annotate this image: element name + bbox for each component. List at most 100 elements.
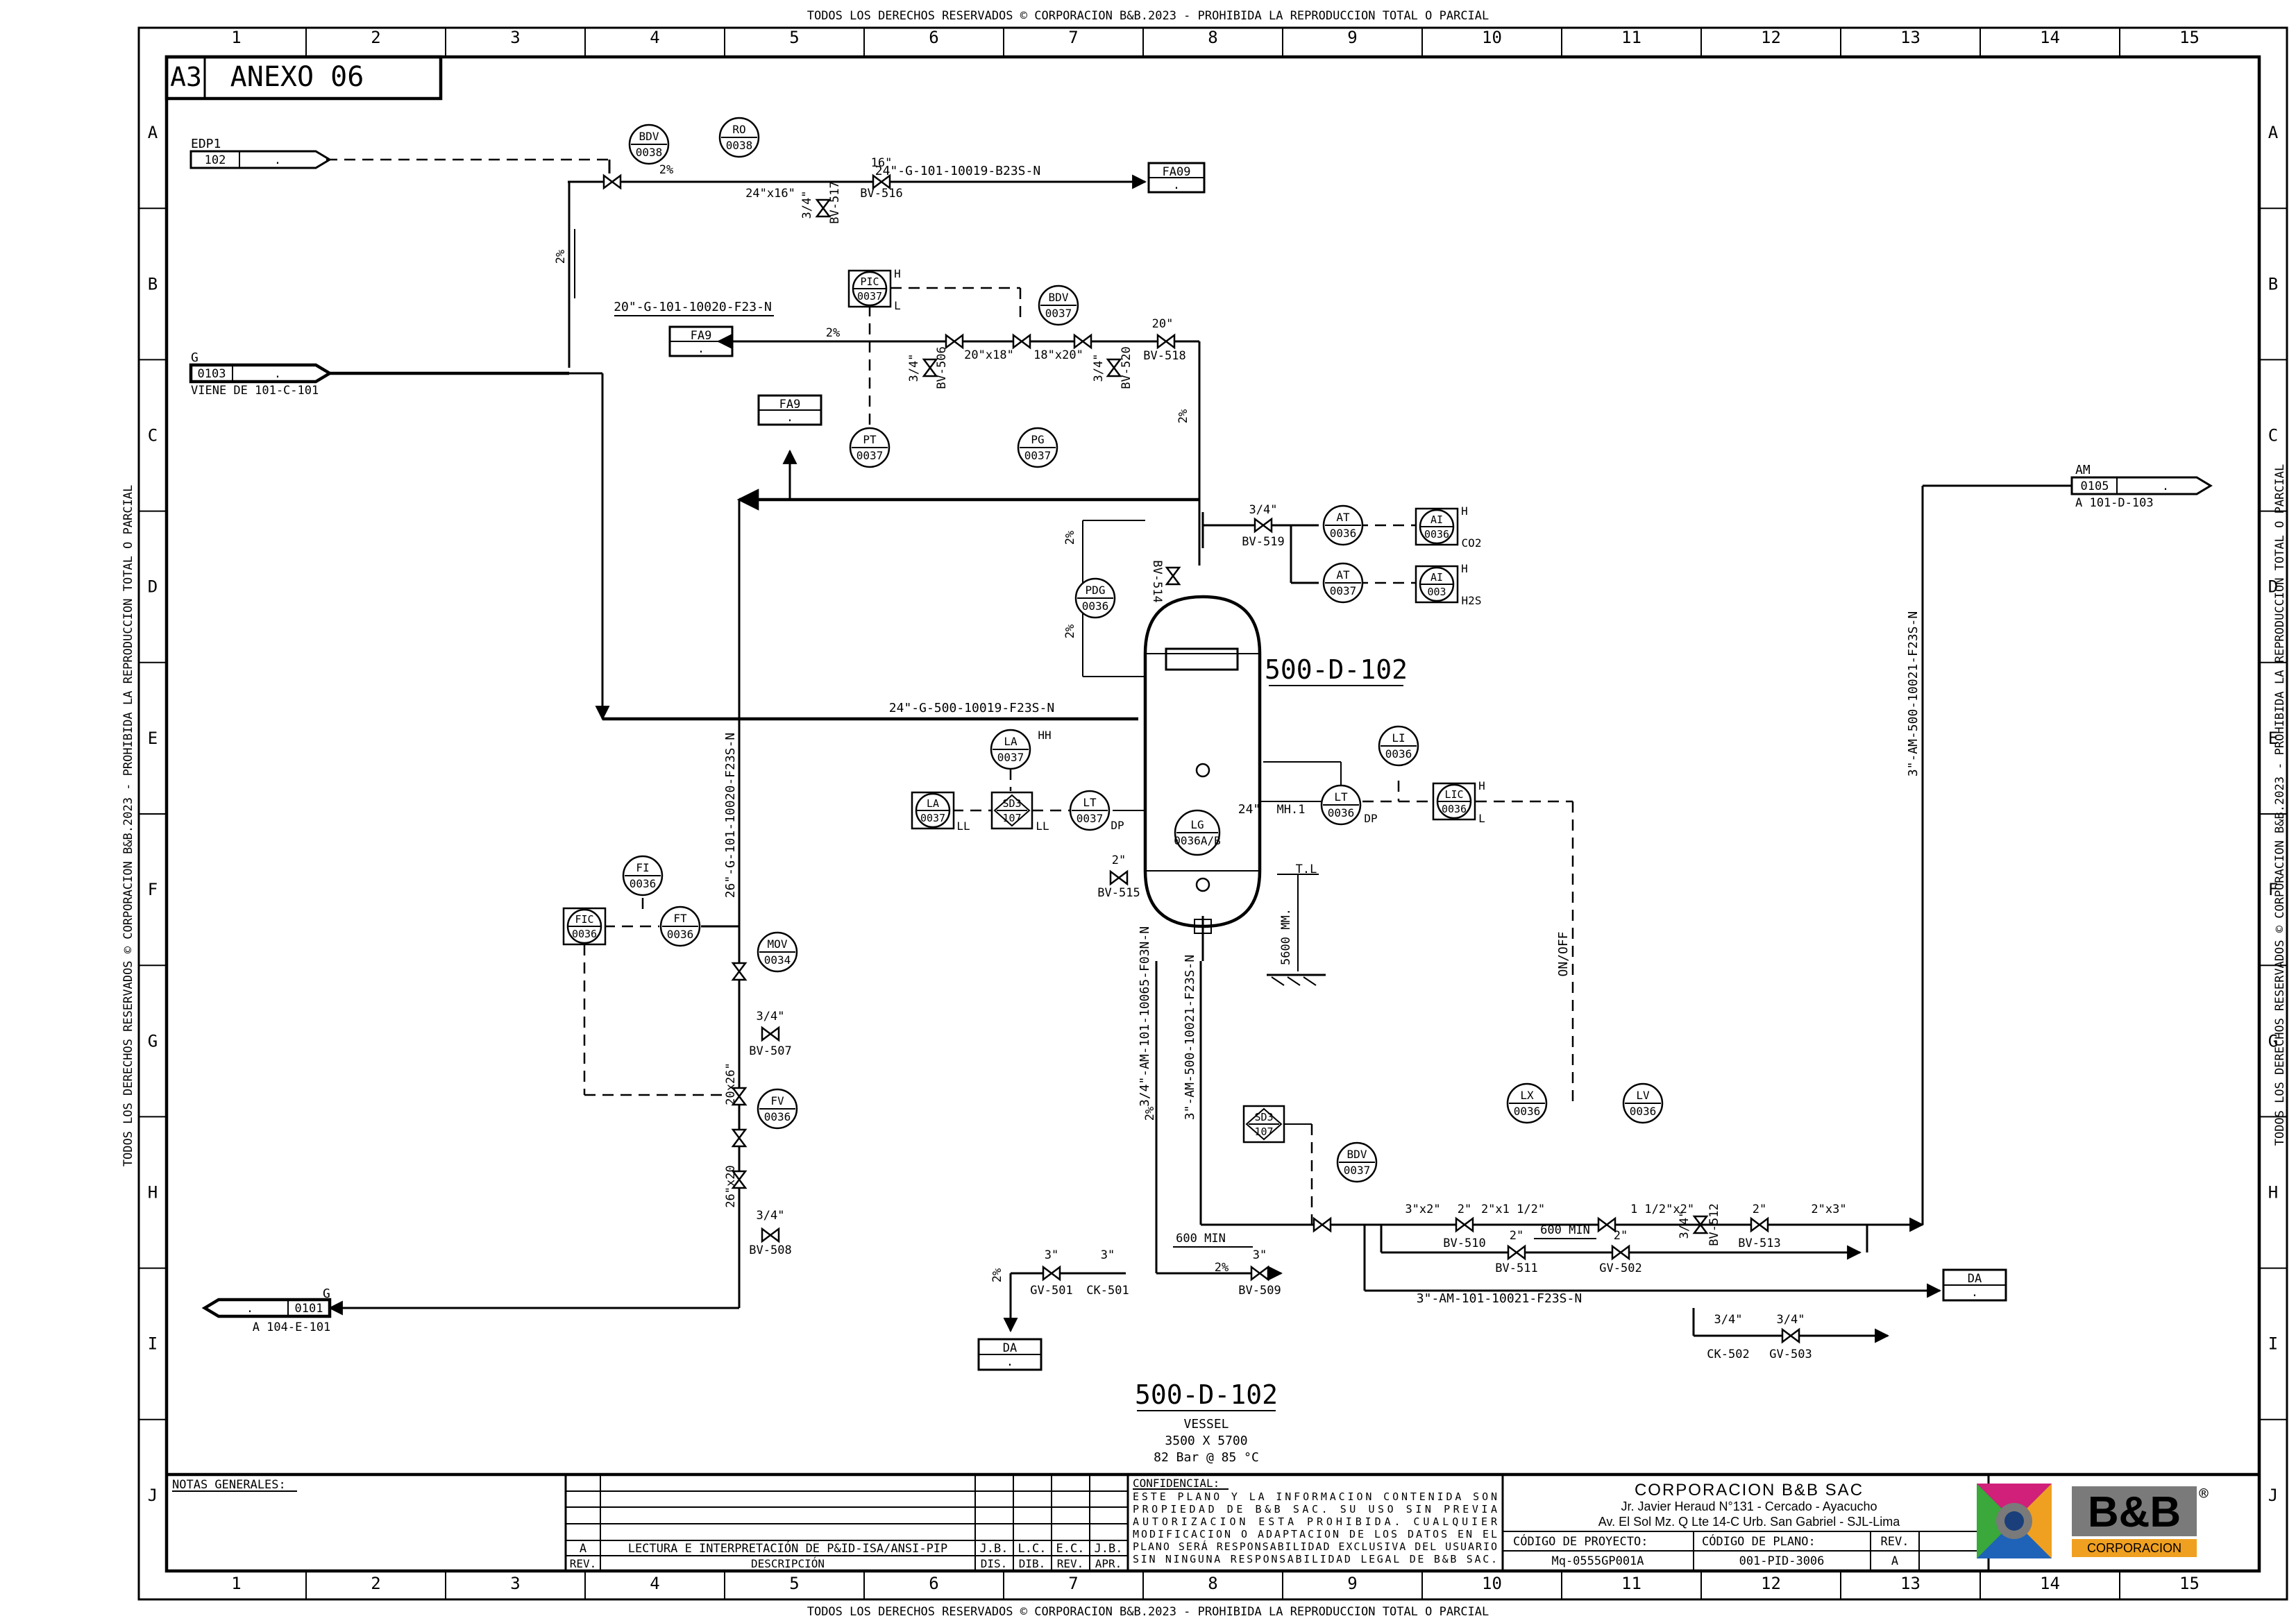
- instrument-pic-0037-tag: PIC: [860, 275, 879, 288]
- la-hh: HH: [1038, 729, 1051, 742]
- grid-col-bottom-15: 15: [2179, 1574, 2200, 1593]
- vessel-caption: 500-D-102 VESSEL 3500 X 5700 82 Bar @ 85…: [1135, 1379, 1278, 1465]
- lt37-dp: DP: [1111, 819, 1124, 832]
- grid-row-left-F: F: [148, 880, 158, 899]
- grid-row-left-D: D: [148, 577, 158, 597]
- box-fa9-top: FA9 .: [757, 394, 822, 426]
- valve-symbol: [761, 1227, 780, 1243]
- instrument-mov-0034-num: 0034: [764, 953, 791, 967]
- valve-symbol: [761, 1026, 780, 1042]
- slope-4: 2%: [1176, 409, 1190, 423]
- instrument-lt-0037-num: 0037: [1077, 812, 1104, 825]
- hdr-dis: DIS.: [981, 1557, 1008, 1570]
- vessel-dims: 3500 X 5700: [1165, 1434, 1247, 1448]
- ai-h2s-h: H: [1461, 562, 1468, 575]
- instrument-at-0037-tag: AT: [1336, 568, 1350, 581]
- line-numbers: 24"-G-101-10019-B23S-N 20"-G-101-10020-F…: [614, 164, 1921, 1306]
- grid-row-right-B: B: [2268, 274, 2278, 294]
- grid-row-right-J: J: [2268, 1486, 2278, 1505]
- valve-symbol: [731, 1170, 748, 1189]
- valve-symbol: [1073, 333, 1092, 350]
- hdr-desc: DESCRIPCIÓN: [751, 1557, 825, 1570]
- instrument-pg-0037-tag: PG: [1031, 433, 1044, 446]
- size-20x18: 20"x18": [964, 348, 1014, 362]
- manhole-label: MH.1: [1277, 803, 1306, 817]
- connector-g-out: G . 0101 A 104-E-101: [201, 1286, 332, 1334]
- instrument-pt-0037-tag: PT: [863, 433, 877, 446]
- vessel-height: 5600 MM.: [1279, 908, 1293, 965]
- valve-symbol: [1611, 1244, 1630, 1261]
- box-da-left-title: DA: [1003, 1341, 1017, 1355]
- conf-line-4: MODIFICACION O ADAPTACION DE LOS DATOS E…: [1133, 1528, 1497, 1540]
- size-34-520: 3/4": [1092, 354, 1106, 382]
- size-3-501: 3": [1045, 1248, 1058, 1262]
- valve-symbol: [1507, 1244, 1526, 1261]
- grid-col-top-7: 7: [1068, 28, 1078, 47]
- size-26x20: 26"x20: [724, 1165, 738, 1207]
- connector-g-out-num: 0101: [295, 1302, 323, 1316]
- grid-row-left-I: I: [148, 1334, 158, 1354]
- rev-a: A: [580, 1542, 586, 1556]
- company-logo: B&B ® CORPORACION: [1977, 1484, 2209, 1558]
- connector-g-in-note: VIENE DE 101-C-101: [191, 384, 319, 398]
- valve-bv-508: BV-508: [749, 1243, 791, 1257]
- connector-g-in-dot: .: [274, 367, 281, 381]
- box-fa9-top-title: FA9: [779, 398, 801, 411]
- connector-edp1-name: EDP1: [191, 137, 221, 151]
- instrument-lt-0036-tag: LT: [1334, 790, 1348, 804]
- size-34-503: 3/4": [1777, 1313, 1805, 1327]
- valve-symbol: [1750, 1216, 1769, 1233]
- ai-co2-h: H: [1461, 504, 1468, 518]
- hdr-dib: DIB.: [1019, 1557, 1046, 1570]
- box-fa09-sub: .: [1173, 178, 1180, 192]
- valve-symbols: [602, 173, 1800, 1344]
- grid-col-bottom-8: 8: [1208, 1574, 1217, 1593]
- size-24x16: 24"x16": [745, 187, 795, 201]
- instrument-la-0037-ll-num: 0037: [920, 812, 945, 824]
- instrument-sd3-107-left: SD3 107 LL: [990, 791, 1049, 833]
- grid-col-bottom-12: 12: [1761, 1574, 1781, 1593]
- valve-symbol: [1012, 333, 1031, 350]
- grid-row-left-H: H: [148, 1183, 158, 1203]
- instrument-pg-0037: PG 0037: [1017, 427, 1058, 468]
- grid-row-right-F: F: [2268, 880, 2278, 899]
- vessel-tag: 500-D-102: [1265, 654, 1408, 685]
- connector-am-out-dot: .: [2162, 479, 2169, 493]
- sheet-size: A3: [170, 62, 202, 92]
- box-fa9-top-sub: .: [786, 411, 793, 425]
- rev-dis: J.B.: [980, 1542, 1008, 1556]
- ai-h2s-label: H2S: [1462, 594, 1482, 607]
- instrument-ai-0036-num: 0036: [1424, 528, 1449, 541]
- size-34-ck502: 3/4": [1714, 1313, 1743, 1327]
- valve-symbol: [872, 173, 891, 190]
- la-ll: LL: [956, 819, 970, 833]
- valve-bv-507: BV-507: [749, 1044, 791, 1058]
- plan-code: 001-PID-3006: [1739, 1554, 1825, 1568]
- instrument-ai-0036-tag: AI: [1430, 513, 1443, 526]
- grid-col-top-11: 11: [1621, 28, 1641, 47]
- instrument-fic-0036-num: 0036: [572, 928, 597, 940]
- line-3-am-101-10021: 3"-AM-101-10021-F23S-N: [1417, 1291, 1582, 1306]
- valve-symbol: [1250, 1265, 1269, 1282]
- connector-g-out-name: G: [323, 1286, 330, 1301]
- vessel-tl: T.L: [1296, 863, 1317, 876]
- instrument-la-0037-hh-tag: LA: [1004, 735, 1018, 748]
- slope-9: 2%: [990, 1268, 1004, 1282]
- connector-g-out-dot: .: [246, 1302, 253, 1316]
- plan-code-label: CÓDIGO DE PLANO:: [1702, 1533, 1816, 1549]
- grid-col-bottom-14: 14: [2040, 1574, 2060, 1593]
- line-26-g-101-10020: 26"-G-101-10020-F23S-N: [723, 733, 738, 898]
- size-20: 20": [1152, 317, 1174, 331]
- valve-gv-502: GV-502: [1599, 1261, 1641, 1275]
- grid-col-bottom-6: 6: [929, 1574, 938, 1593]
- grid-row-right-C: C: [2268, 426, 2278, 445]
- instrument-bdv-0038-tag: BDV: [639, 130, 659, 143]
- connector-am-out-note: A 101-D-103: [2075, 496, 2154, 510]
- connector-g-in-num: 0103: [198, 367, 226, 381]
- copyright-bottom: TODOS LOS DERECHOS RESERVADOS © CORPORAC…: [807, 1605, 1489, 1619]
- logo-reg: ®: [2199, 1486, 2209, 1503]
- instrument-lt-0036: LT 0036: [1320, 784, 1362, 826]
- line-24-g-500-10019: 24"-G-500-10019-F23S-N: [889, 701, 1054, 715]
- ai-co2-label: CO2: [1462, 536, 1482, 550]
- copyright-left: TODOS LOS DERECHOS RESERVADOS © CORPORAC…: [121, 485, 135, 1167]
